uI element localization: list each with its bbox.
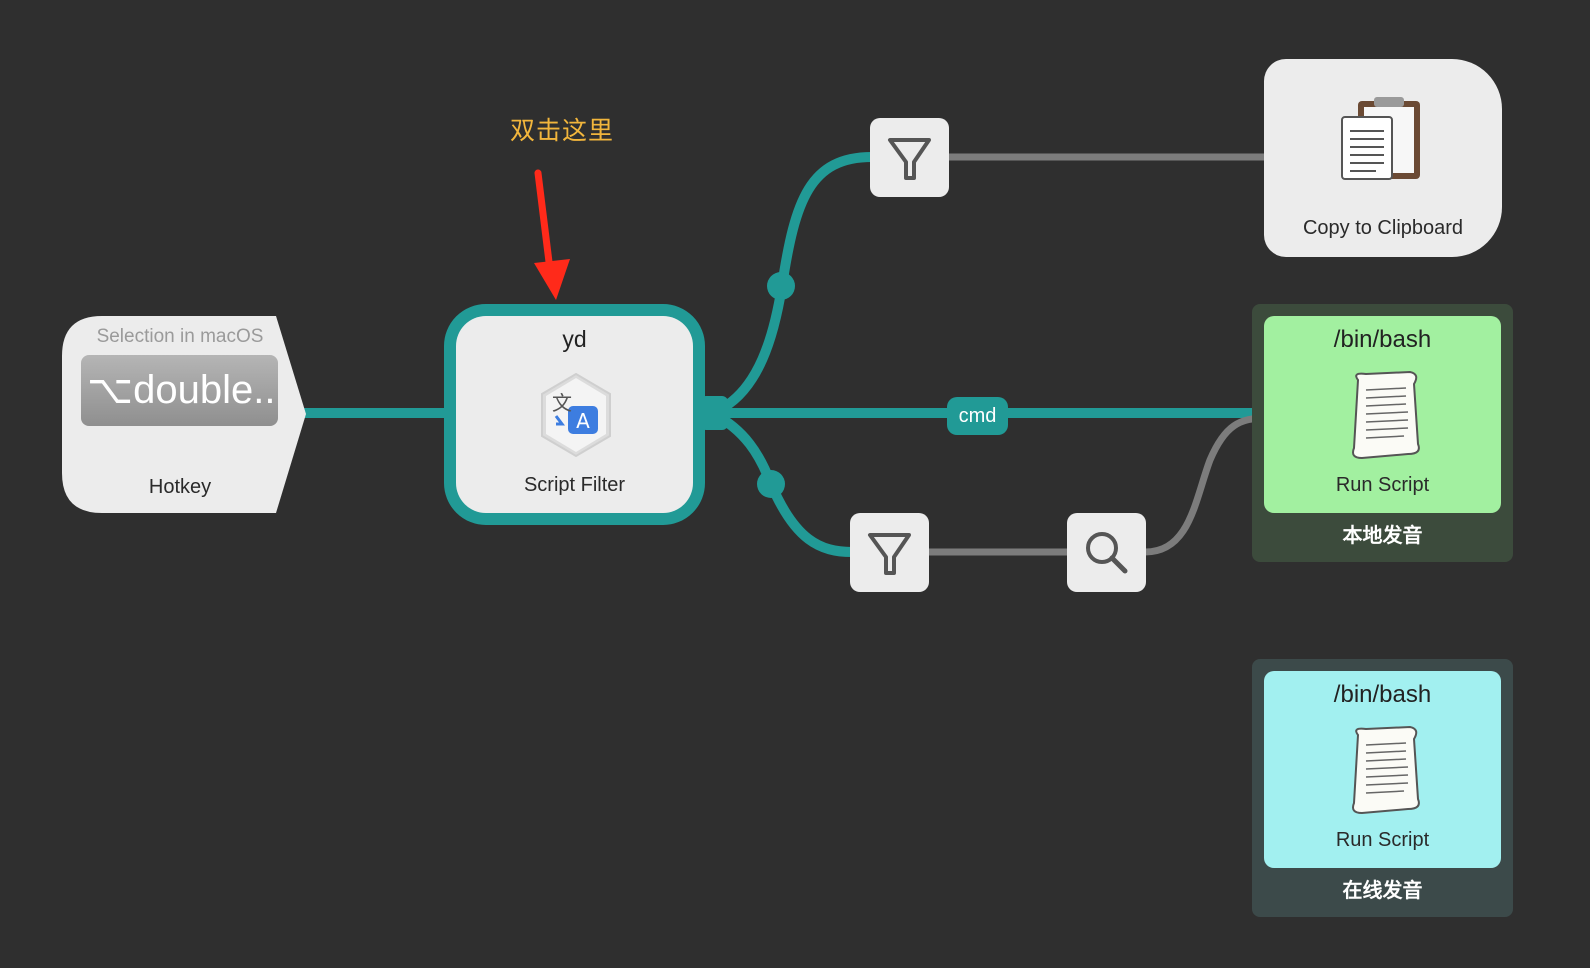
search-node[interactable] xyxy=(1067,513,1146,592)
script-filter-title: Script Filter xyxy=(523,474,626,496)
run-script-node-local[interactable]: /bin/bash Run Script xyxy=(1264,316,1501,513)
run-script-note: 本地发音 xyxy=(1342,525,1423,547)
filter-node-bottom[interactable] xyxy=(850,513,929,592)
run-script-title: Run Script xyxy=(1335,474,1430,496)
run-script-group-local[interactable]: /bin/bash Run Script 本地发音 xyxy=(1252,304,1513,562)
cmd-modifier-badge[interactable]: cmd xyxy=(947,397,1008,435)
filter-output-connector[interactable] xyxy=(700,396,728,430)
filter-icon xyxy=(868,533,911,575)
copy-to-clipboard-node[interactable]: Copy to Clipboard xyxy=(1264,59,1502,257)
run-script-title: Run Script xyxy=(1335,829,1430,851)
connection-search-to-run-script[interactable] xyxy=(1144,414,1267,556)
run-script-language: /bin/bash xyxy=(1333,681,1432,708)
hotkey-title: Hotkey xyxy=(148,476,212,498)
search-icon xyxy=(1086,532,1128,574)
script-filter-node[interactable]: yd A 文 Script Filter xyxy=(444,304,705,525)
run-script-language: /bin/bash xyxy=(1333,326,1432,353)
script-scroll-icon xyxy=(1352,370,1420,460)
clipboard-icon xyxy=(1341,97,1420,180)
clipboard-title: Copy to Clipboard xyxy=(1302,217,1464,239)
run-script-node-online[interactable]: /bin/bash Run Script xyxy=(1264,671,1501,868)
script-filter-body: yd A 文 Script Filter xyxy=(456,316,693,513)
translate-icon: A 文 xyxy=(541,372,611,458)
script-filter-keyword: yd xyxy=(562,326,587,352)
run-script-note: 在线发音 xyxy=(1342,880,1423,902)
connection-joint-top xyxy=(767,272,795,300)
filter-node-top[interactable] xyxy=(870,118,949,197)
annotation-text: 双击这里 xyxy=(510,116,615,145)
svg-text:文: 文 xyxy=(552,391,572,415)
hotkey-node[interactable]: Selection in macOS ⌥double... Hotkey xyxy=(62,316,308,514)
script-scroll-icon xyxy=(1352,725,1420,815)
svg-text:A: A xyxy=(576,409,590,433)
run-script-group-online[interactable]: /bin/bash Run Script 在线发音 xyxy=(1252,659,1513,917)
hotkey-subtitle: Selection in macOS xyxy=(96,326,264,347)
connection-joint-bottom xyxy=(757,470,785,498)
annotation-arrow-icon xyxy=(534,169,570,300)
filter-icon xyxy=(888,138,931,180)
hotkey-key-display: ⌥double... xyxy=(81,355,278,426)
